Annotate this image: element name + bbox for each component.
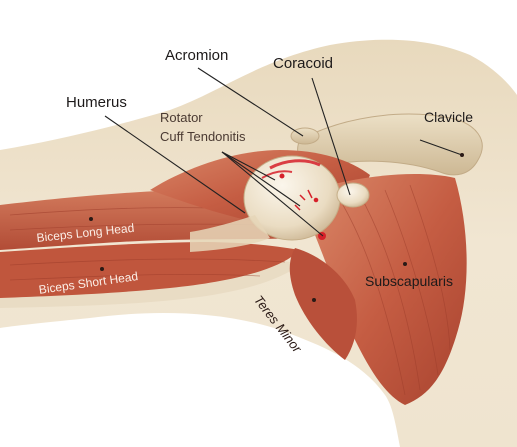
label-clavicle: Clavicle: [424, 110, 473, 124]
label-rotator-line2: Cuff Tendonitis: [160, 130, 246, 143]
label-humerus: Humerus: [66, 95, 127, 110]
label-coracoid: Coracoid: [273, 56, 333, 71]
label-acromion: Acromion: [165, 48, 228, 63]
label-rotator-line1: Rotator: [160, 111, 203, 124]
coracoid-bone: [337, 183, 369, 207]
label-subscapularis: Subscapularis: [365, 274, 453, 288]
